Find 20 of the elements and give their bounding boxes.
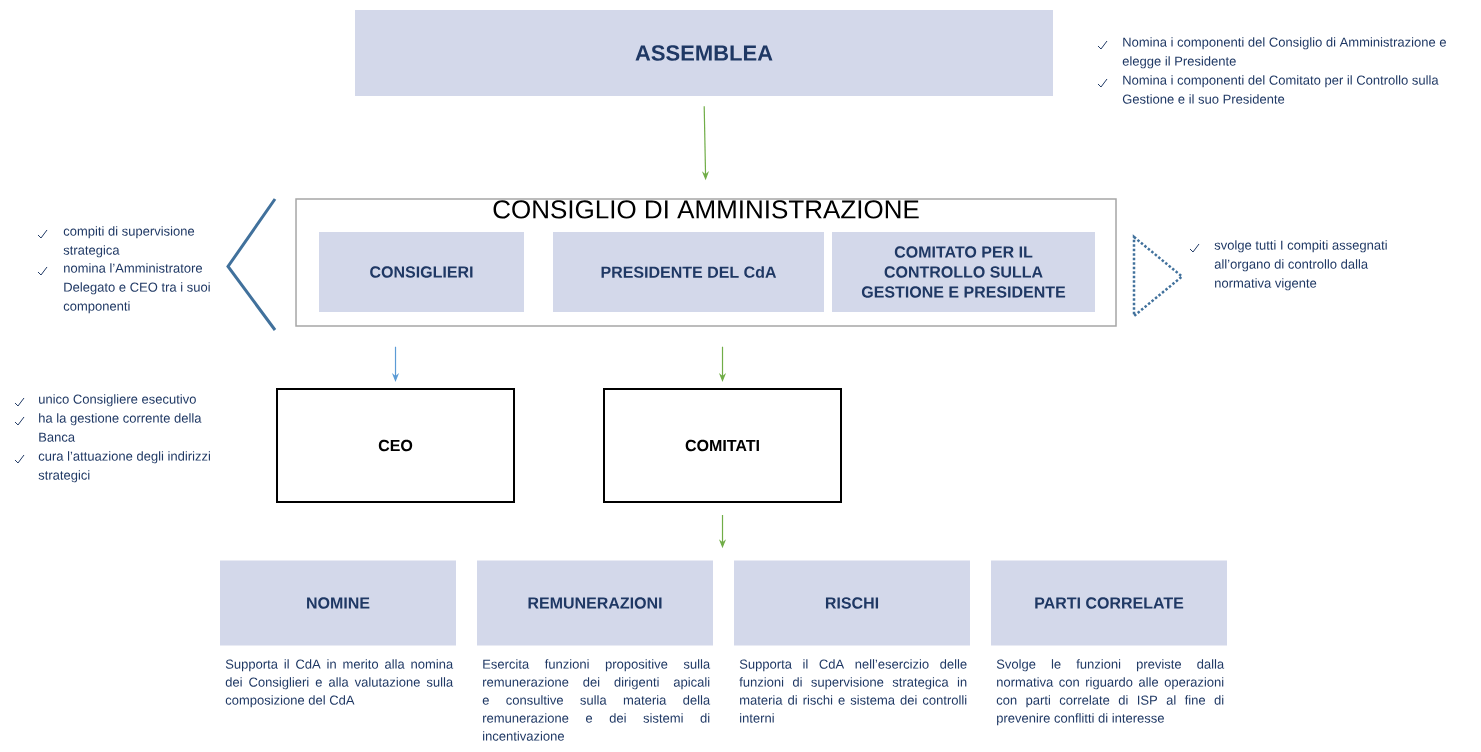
description-text: Supporta il CdA in merito alla nomina dei Consiglieri e alla valutazione sulla composizione del CdA [225,659,454,708]
assembly-box: ASSEMBLEA [355,10,1053,96]
committee-box: RISCHI [734,560,970,646]
committee-box: REMUNERAZIONI [477,560,713,646]
bullet-text: svolge tutti I compiti assegnati all’organo di controllo dalla normativa vigente [1214,240,1387,291]
member-box: CONSIGLIERI [319,232,524,312]
description-text: Svolge le funzioni previste dalla normativa con riguardo alle operazioni con parti correlate di ISP al fine di prevenire conflitti di interesse [996,659,1225,726]
description-text: Supporta il CdA nell’esercizio delle funzioni di supervisione strategica in materia di rischi e sistema dei controlli interni [739,659,967,723]
committee-box: NOMINE [220,560,456,646]
role-box: COMITATI [603,388,842,503]
bullet-text: unico Consigliere esecutivo [39,394,196,407]
description-text: Esercita funzioni propositive sulla remunerazione dei dirigenti apicali e consultive sulla materia della remunerazione e dei sistemi di incentivazione [482,659,711,741]
bullet-text: cura l’attuazione degli indirizzi strategici [38,451,210,483]
member-box: COMITATO PER IL CONTROLLO SULLA GESTIONE E PRESIDENTE [832,232,1095,312]
committee-box: PARTI CORRELATE [991,560,1227,646]
member-box: PRESIDENTE DEL CdA [553,232,824,312]
bullet-text: nomina l’Amministratore Delegato e CEO tra i suoi componenti [63,263,210,314]
bullet-text: Nomina i componenti del Comitato per il Controllo sulla Gestione e il suo Presidente [1122,75,1439,104]
bullet-text: Nomina i componenti del Consiglio di Amministrazione e elegge il Presidente [1122,37,1446,69]
role-box: CEO [276,388,515,503]
